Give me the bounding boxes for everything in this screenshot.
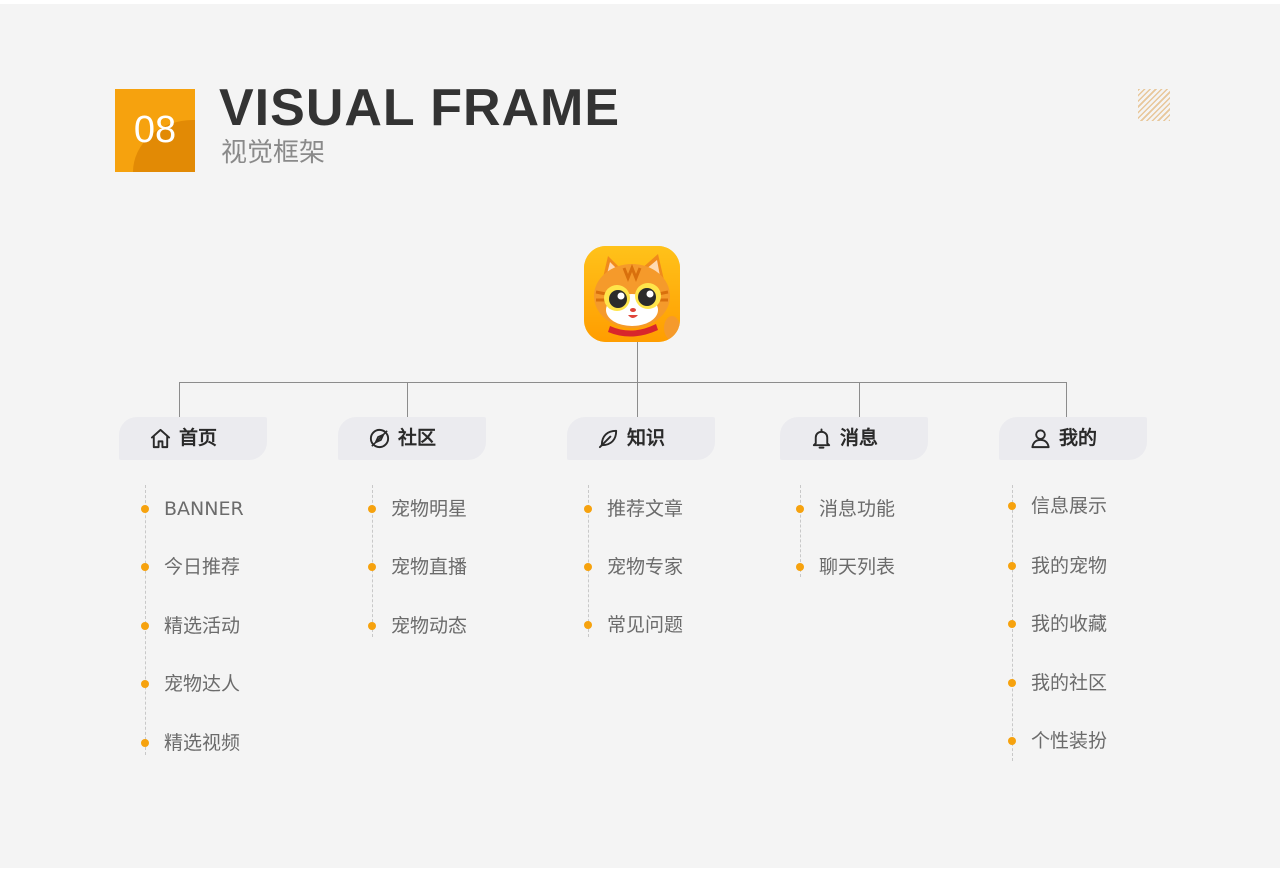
dashed-track xyxy=(588,485,589,637)
compass-icon xyxy=(369,428,390,449)
home-icon xyxy=(150,428,171,449)
dashed-track xyxy=(372,485,373,637)
tab-community[interactable]: 社区 xyxy=(338,417,486,460)
page-subtitle: 视觉框架 xyxy=(221,138,326,168)
list-item-label: 推荐文章 xyxy=(607,498,684,520)
section-number: 08 xyxy=(133,109,177,151)
list-item-label: 精选活动 xyxy=(164,615,241,637)
list-item-label: 宠物明星 xyxy=(391,498,468,520)
user-icon xyxy=(1031,429,1050,449)
leaf-icon xyxy=(598,429,618,449)
dashed-track xyxy=(800,485,801,577)
bullet-dot xyxy=(141,622,149,630)
hatched-decoration xyxy=(1138,89,1170,121)
tab-home[interactable]: 首页 xyxy=(119,417,267,460)
bullet-dot xyxy=(1008,562,1016,570)
list-item-label: 常见问题 xyxy=(607,614,684,636)
bullet-dot xyxy=(584,505,592,513)
tab-label: 知识 xyxy=(627,427,666,449)
bullet-dot xyxy=(141,739,149,747)
bell-icon xyxy=(812,428,831,449)
list-item-label: 聊天列表 xyxy=(819,556,896,578)
list-item-label: 精选视频 xyxy=(164,732,241,754)
bullet-dot xyxy=(584,621,592,629)
bullet-dot xyxy=(141,505,149,513)
list-item-label: 个性装扮 xyxy=(1031,730,1108,752)
list-item-label: 消息功能 xyxy=(819,498,896,520)
tab-messages[interactable]: 消息 xyxy=(780,417,928,460)
tab-label: 我的 xyxy=(1059,427,1098,449)
bullet-dot xyxy=(368,622,376,630)
list-item-label: 宠物达人 xyxy=(164,673,241,695)
list-item-label: BANNER xyxy=(164,498,244,520)
tab-knowledge[interactable]: 知识 xyxy=(567,417,715,460)
tab-label: 消息 xyxy=(840,427,879,449)
tab-mine[interactable]: 我的 xyxy=(999,417,1147,460)
bullet-dot xyxy=(368,563,376,571)
page-title: VISUAL FRAME xyxy=(219,79,621,137)
bullet-dot xyxy=(796,563,804,571)
bullet-dot xyxy=(796,505,804,513)
list-item-label: 信息展示 xyxy=(1031,495,1108,517)
section-number-badge: 08 xyxy=(115,89,195,172)
bullet-dot xyxy=(1008,737,1016,745)
tab-label: 首页 xyxy=(179,427,218,449)
bullet-dot xyxy=(584,563,592,571)
list-item-label: 宠物专家 xyxy=(607,556,684,578)
bullet-dot xyxy=(1008,620,1016,628)
bullet-dot xyxy=(141,680,149,688)
tab-label: 社区 xyxy=(398,427,437,449)
list-item-label: 我的社区 xyxy=(1031,672,1108,694)
bullet-dot xyxy=(1008,679,1016,687)
bullet-dot xyxy=(1008,502,1016,510)
list-item-label: 我的收藏 xyxy=(1031,613,1108,635)
bullet-dot xyxy=(141,563,149,571)
dashed-track xyxy=(145,485,146,755)
bullet-dot xyxy=(368,505,376,513)
list-item-label: 宠物动态 xyxy=(391,615,468,637)
cat-mascot-app-icon xyxy=(584,246,680,342)
list-item-label: 今日推荐 xyxy=(164,556,241,578)
list-item-label: 宠物直播 xyxy=(391,556,468,578)
list-item-label: 我的宠物 xyxy=(1031,555,1108,577)
